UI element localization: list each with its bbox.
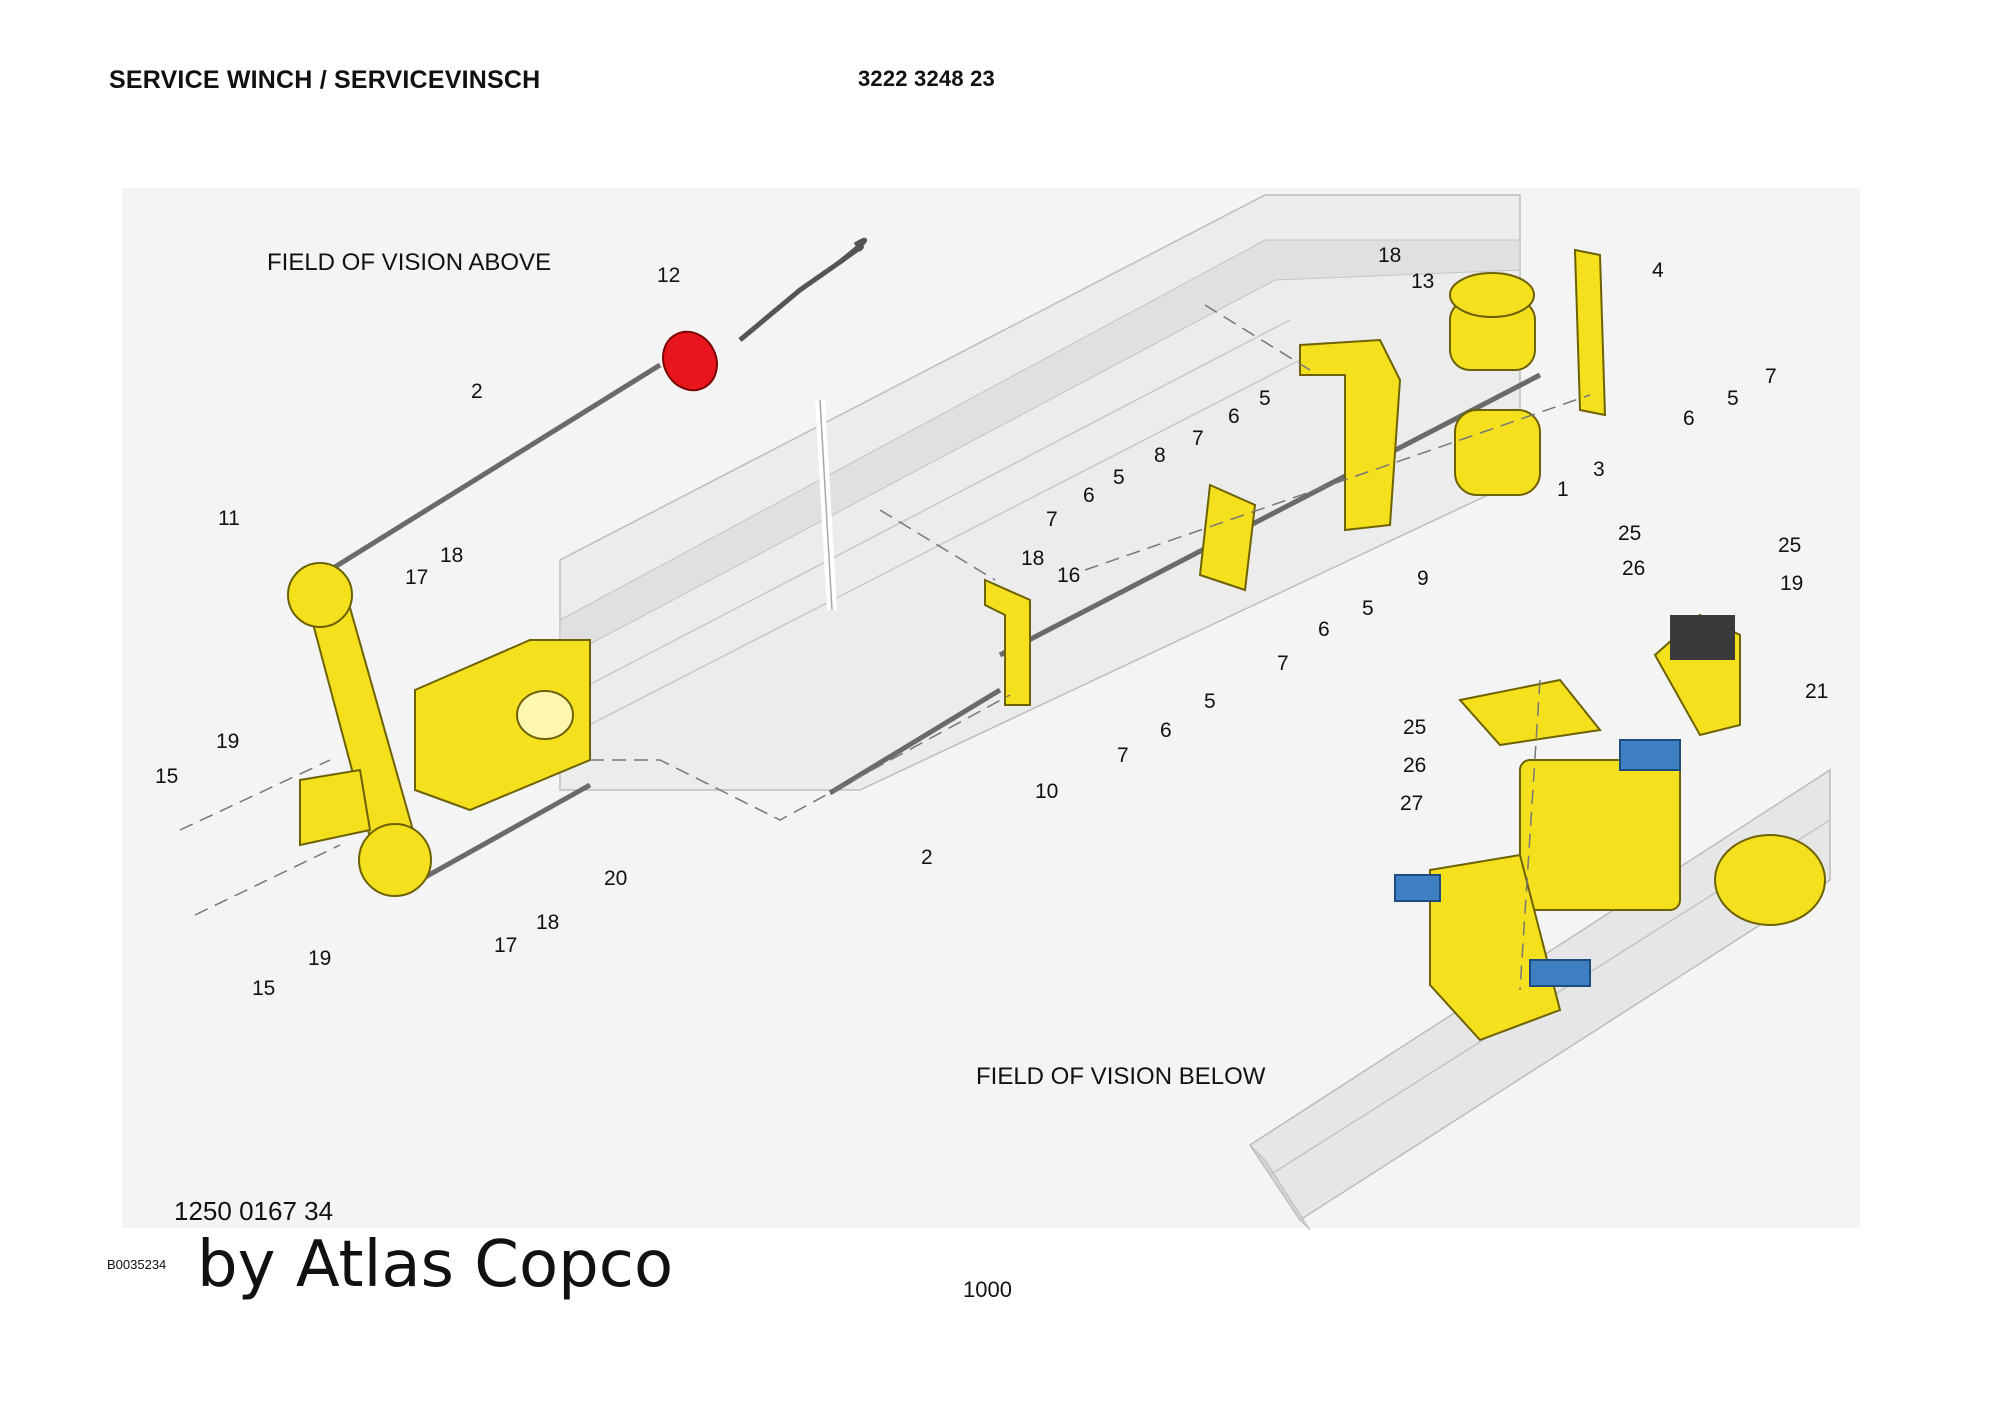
callout: 11 bbox=[218, 507, 240, 530]
callout: 19 bbox=[1780, 572, 1803, 595]
page-title: SERVICE WINCH / SERVICEVINSCH bbox=[109, 66, 541, 94]
callout: 6 bbox=[1160, 719, 1172, 742]
callout: 10 bbox=[1035, 780, 1058, 803]
lower-winch-assembly bbox=[1394, 678, 1826, 1042]
callout: 5 bbox=[1259, 387, 1271, 410]
callout: 27 bbox=[1400, 792, 1423, 815]
callout: 25 bbox=[1618, 522, 1641, 545]
callout: 18 bbox=[440, 544, 463, 567]
bracket-9 bbox=[1299, 338, 1402, 532]
caption-below: FIELD OF VISION BELOW bbox=[976, 1063, 1266, 1090]
callout: 18 bbox=[536, 911, 559, 934]
rope-grip bbox=[662, 330, 718, 392]
callout: 5 bbox=[1113, 466, 1125, 489]
page-number: 1000 bbox=[963, 1277, 1012, 1302]
callout: 6 bbox=[1318, 618, 1330, 641]
callout: 3 bbox=[1593, 458, 1605, 481]
callout: 18 bbox=[1378, 244, 1401, 267]
callout: 6 bbox=[1228, 405, 1240, 428]
callout: 6 bbox=[1683, 407, 1695, 430]
callout: 15 bbox=[252, 977, 275, 1000]
callout: 19 bbox=[216, 730, 239, 753]
callout: 7 bbox=[1046, 508, 1058, 531]
callout: 26 bbox=[1622, 557, 1645, 580]
callout: 4 bbox=[1652, 259, 1664, 282]
callout: 25 bbox=[1778, 534, 1801, 557]
callout: 5 bbox=[1204, 690, 1216, 713]
callout: 12 bbox=[657, 264, 680, 287]
callout: 7 bbox=[1192, 427, 1204, 450]
callout: 2 bbox=[471, 380, 483, 403]
callout: 7 bbox=[1277, 652, 1289, 675]
plate-10 bbox=[984, 578, 1031, 706]
callout: 20 bbox=[604, 867, 627, 890]
callout: 17 bbox=[405, 566, 428, 589]
callout-labels: 12 2 11 18 17 19 15 15 19 17 18 20 2 10 … bbox=[155, 244, 1828, 1000]
sheave-arm bbox=[287, 562, 432, 897]
plate-8 bbox=[1198, 483, 1257, 592]
callout: 16 bbox=[1057, 564, 1080, 587]
callout: 9 bbox=[1417, 567, 1429, 590]
callout: 13 bbox=[1411, 270, 1434, 293]
callout: 26 bbox=[1403, 754, 1426, 777]
part-number: 1250 0167 34 bbox=[174, 1196, 334, 1226]
callout: 1 bbox=[1557, 478, 1569, 501]
reference-code: B0035234 bbox=[107, 1257, 167, 1272]
assembly-lines bbox=[179, 304, 1591, 991]
document-number: 3222 3248 23 bbox=[858, 66, 995, 91]
callout: 15 bbox=[155, 765, 178, 788]
callout: 21 bbox=[1805, 680, 1828, 703]
sheave-bracket bbox=[414, 639, 591, 812]
callout: 2 bbox=[921, 846, 933, 869]
wire-rope bbox=[328, 362, 1542, 883]
callout: 18 bbox=[1021, 547, 1044, 570]
brand-label: by Atlas Copco bbox=[197, 1228, 674, 1302]
plate-4 bbox=[1573, 248, 1607, 417]
callout: 8 bbox=[1154, 444, 1166, 467]
callout: 17 bbox=[494, 934, 517, 957]
callout: 5 bbox=[1727, 387, 1739, 410]
callout: 7 bbox=[1117, 744, 1129, 767]
callout: 19 bbox=[308, 947, 331, 970]
callout: 6 bbox=[1083, 484, 1095, 507]
callout: 25 bbox=[1403, 716, 1426, 739]
valve-block bbox=[1653, 613, 1741, 737]
callout: 7 bbox=[1765, 365, 1777, 388]
boom-upper bbox=[559, 194, 1521, 791]
callout: 5 bbox=[1362, 597, 1374, 620]
caption-above: FIELD OF VISION ABOVE bbox=[267, 249, 551, 276]
hook bbox=[738, 237, 868, 342]
winch-drum bbox=[1449, 272, 1541, 496]
